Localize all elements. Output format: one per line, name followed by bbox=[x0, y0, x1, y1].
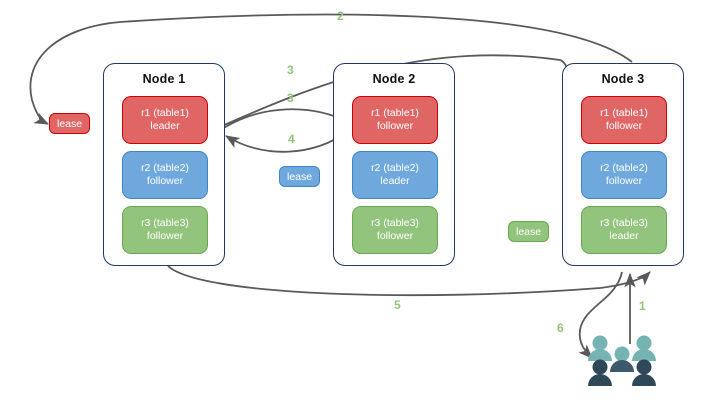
arrow-step-3-lower bbox=[221, 108, 349, 130]
replica-role: follower bbox=[376, 120, 414, 132]
node-title: Node 2 bbox=[372, 72, 416, 86]
node-title: Node 3 bbox=[601, 72, 645, 86]
step-label-5: 5 bbox=[394, 298, 401, 312]
replica-node-1-r3[interactable]: r3 (table3) follower bbox=[122, 206, 208, 254]
replica-node-1-r1[interactable]: r1 (table1) leader bbox=[122, 96, 208, 144]
replica-name: r1 (table1) bbox=[371, 107, 419, 119]
node-box-node-3[interactable]: Node 3 r1 (table1) follower r2 (table2) … bbox=[562, 63, 684, 266]
replica-name: r1 (table1) bbox=[600, 107, 648, 119]
lease-chip-table2[interactable]: lease bbox=[279, 166, 321, 187]
replica-node-2-r1[interactable]: r1 (table1) follower bbox=[352, 96, 438, 144]
node-box-node-2[interactable]: Node 2 r1 (table1) follower r2 (table2) … bbox=[333, 63, 455, 266]
replica-name: r3 (table3) bbox=[600, 217, 648, 229]
replica-name: r3 (table3) bbox=[141, 217, 189, 229]
replica-name: r2 (table2) bbox=[141, 162, 189, 174]
replica-role: leader bbox=[150, 120, 180, 132]
replica-node-3-r1[interactable]: r1 (table1) follower bbox=[581, 96, 667, 144]
replica-role: follower bbox=[605, 120, 643, 132]
replica-name: r3 (table3) bbox=[371, 217, 419, 229]
step-label-1: 1 bbox=[639, 299, 646, 313]
replica-node-3-r2[interactable]: r2 (table2) follower bbox=[581, 151, 667, 199]
replica-name: r1 (table1) bbox=[141, 107, 189, 119]
step-label-4: 4 bbox=[288, 132, 295, 146]
replica-node-2-r3[interactable]: r3 (table3) follower bbox=[352, 206, 438, 254]
lease-chip-table1[interactable]: lease bbox=[49, 113, 91, 134]
replica-node-1-r2[interactable]: r2 (table2) follower bbox=[122, 151, 208, 199]
arrow-step-5 bbox=[167, 265, 651, 297]
step-label-2: 2 bbox=[337, 9, 344, 23]
lease-chip-table3[interactable]: lease bbox=[508, 221, 550, 242]
lease-label: lease bbox=[516, 225, 542, 238]
replica-role: follower bbox=[146, 175, 184, 187]
users-icon bbox=[588, 335, 656, 386]
replica-name: r2 (table2) bbox=[600, 162, 648, 174]
lease-label: lease bbox=[287, 170, 313, 183]
replica-node-3-r3[interactable]: r3 (table3) leader bbox=[581, 206, 667, 254]
replica-role: follower bbox=[605, 175, 643, 187]
lease-label: lease bbox=[57, 117, 83, 130]
replica-role: leader bbox=[380, 175, 410, 187]
replica-name: r2 (table2) bbox=[371, 162, 419, 174]
step-label-3a: 3 bbox=[287, 63, 294, 77]
step-label-3b: 3 bbox=[287, 91, 294, 105]
node-title: Node 1 bbox=[142, 72, 186, 86]
replica-role: follower bbox=[376, 230, 414, 242]
node-box-node-1[interactable]: Node 1 r1 (table1) leader r2 (table2) fo… bbox=[103, 63, 225, 266]
replica-role: follower bbox=[146, 230, 184, 242]
step-label-6: 6 bbox=[557, 321, 564, 335]
replica-role: leader bbox=[609, 230, 639, 242]
replica-node-2-r2[interactable]: r2 (table2) leader bbox=[352, 151, 438, 199]
